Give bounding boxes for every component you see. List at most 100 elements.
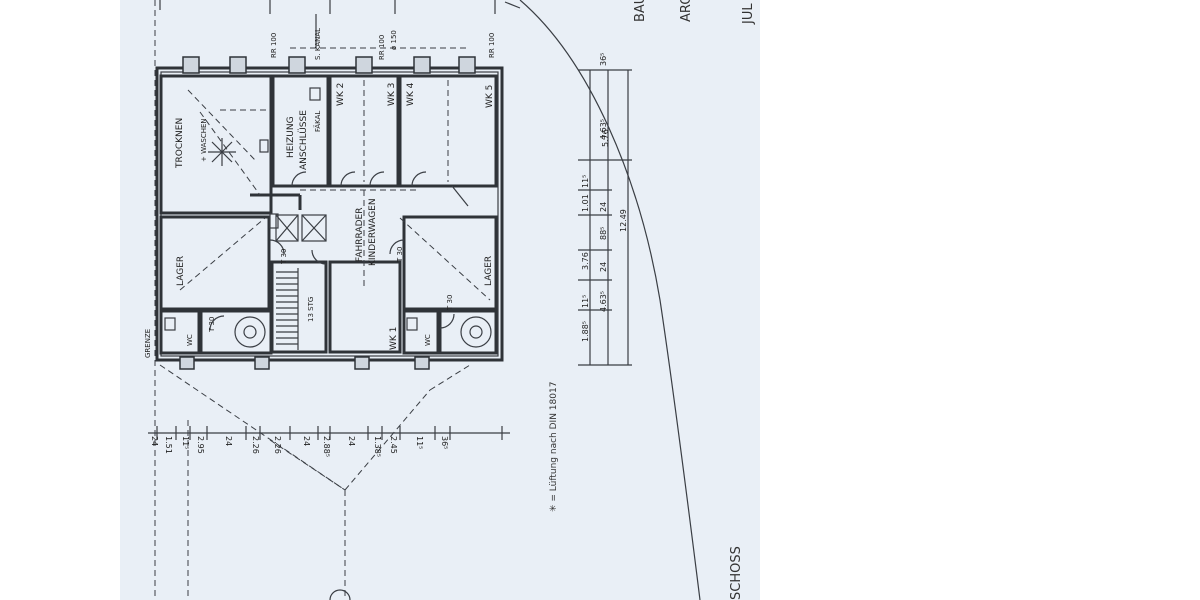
chimney-5	[413, 56, 431, 74]
foundation-block-3	[354, 356, 370, 370]
room-wk2-wk3	[328, 74, 400, 188]
label-rr100-b: RR 100	[378, 35, 386, 60]
bottom-dim-8: 2.88⁵	[322, 436, 331, 457]
shaft-2	[301, 214, 327, 242]
roof-line-4	[199, 111, 261, 196]
boiler-left-inner	[243, 325, 257, 339]
foundation-block-2	[254, 356, 270, 370]
door-arc-wc-right	[439, 313, 455, 329]
bottom-dim-2: 11⁵	[181, 436, 190, 449]
room-lager-right	[402, 215, 498, 311]
label-o150: ø 150	[390, 30, 398, 50]
door-arc-wc-left	[209, 315, 225, 331]
label-wk1: WK 1	[389, 327, 399, 350]
outer-wall	[155, 66, 504, 362]
label-lager-right: LAGER	[484, 256, 494, 286]
label-wk4: WK 4	[406, 82, 416, 106]
label-wc-right: WC	[424, 334, 432, 346]
room-shower-left	[199, 309, 273, 355]
meter-box	[309, 87, 321, 101]
dim-4635a: 4.63⁵	[599, 119, 608, 140]
dim-115a: 11⁵	[581, 175, 590, 188]
dim-1885: 1.88⁵	[581, 321, 590, 342]
label-s-kanal: S. KANAL	[314, 28, 322, 60]
bottom-dim-4: 24	[224, 436, 233, 446]
label-heizung: HEIZUNG	[286, 116, 296, 158]
label-wk2: WK 2	[336, 83, 346, 106]
label-grenze: GRENZE	[144, 329, 152, 358]
toilet-left	[164, 317, 176, 331]
bottom-dim-6: 2.26	[273, 436, 282, 454]
label-t30-a: T 30	[208, 317, 216, 333]
label-wk3: WK 3	[387, 83, 397, 106]
boiler-right-inner	[469, 325, 483, 339]
bottom-dim-0: 24	[150, 436, 159, 446]
label-fahrrader: FAHRRADER	[355, 208, 365, 262]
dim-101: 1.01	[581, 194, 590, 212]
boiler-left	[234, 316, 266, 348]
label-wk5: WK 5	[485, 85, 495, 108]
bottom-dim-9: 24	[347, 436, 356, 446]
dim-376: 3.76	[581, 252, 590, 270]
dimension-lines-bottom	[148, 426, 510, 440]
room-wk1	[328, 260, 402, 354]
door-arc-2	[340, 171, 356, 187]
dim-24a: 24	[599, 202, 608, 212]
bottom-dim-12: 11⁵	[415, 436, 424, 449]
label-anschluesse: ANSCHLÜSSE	[298, 110, 309, 170]
corridor-wall-diag	[451, 185, 469, 207]
bottom-dim-11: 2.45	[389, 436, 398, 454]
top-ticks	[159, 0, 521, 48]
chimney-6	[458, 56, 476, 74]
bottom-dim-10: 1.38⁵	[373, 436, 382, 457]
dim-4635b: 4.63⁵	[599, 291, 608, 312]
roof-outline-1	[159, 364, 346, 491]
bottom-dim-7: 24	[302, 436, 311, 446]
room-wc-right	[402, 309, 440, 355]
dimension-lines-right	[578, 69, 632, 366]
foundation-block-4	[414, 356, 430, 370]
edge-text-schoss: SCHOSS	[729, 546, 744, 600]
edge-text-bau: BAU	[633, 0, 648, 22]
roof-outline-5	[269, 439, 346, 491]
label-lager-left: LAGER	[176, 256, 186, 286]
shaft-2-cross-b	[301, 214, 327, 242]
room-shower-right	[438, 309, 498, 355]
chimney-4	[355, 56, 373, 74]
site-boundary-curve	[519, 0, 701, 600]
roof-line-3	[187, 89, 256, 161]
chimney-1	[182, 56, 200, 74]
edge-text-jul: JUL	[741, 3, 756, 25]
vent-star-icon	[208, 138, 236, 166]
foundation-block-1	[179, 356, 195, 370]
door-arc-4	[411, 171, 427, 187]
room-wk4-wk5	[398, 74, 498, 188]
shaft-1-cross-b	[275, 214, 299, 242]
door-arc-stair	[311, 249, 327, 265]
bottom-dim-5: 2.26	[251, 436, 260, 454]
dim-115b: 11⁵	[581, 295, 590, 308]
corridor-wall-left	[250, 193, 302, 210]
door-arc-lager-left	[269, 239, 285, 255]
chimney-3	[288, 56, 306, 74]
roof-line-2	[399, 217, 491, 301]
room-wc-left	[159, 309, 201, 355]
toilet-right	[406, 317, 418, 331]
label-t30-d: T 30	[446, 295, 454, 311]
door-arc-3	[369, 171, 385, 187]
stairwell	[270, 260, 328, 354]
label-rr100-a: RR 100	[270, 33, 278, 58]
plan-sheet	[120, 0, 760, 600]
room-trocknen	[159, 74, 273, 215]
label-rr100-c: RR 100	[488, 33, 496, 58]
dim-24c: 24	[599, 262, 608, 272]
sink-heizung	[259, 139, 269, 153]
dim-885: 88⁵	[599, 227, 608, 240]
roof-outline-3	[429, 364, 471, 391]
room-heizung	[271, 74, 330, 188]
bottom-dim-13: 36⁵	[440, 436, 449, 449]
edge-text-arc: ARC	[679, 0, 694, 22]
manhole-circle	[329, 589, 351, 600]
